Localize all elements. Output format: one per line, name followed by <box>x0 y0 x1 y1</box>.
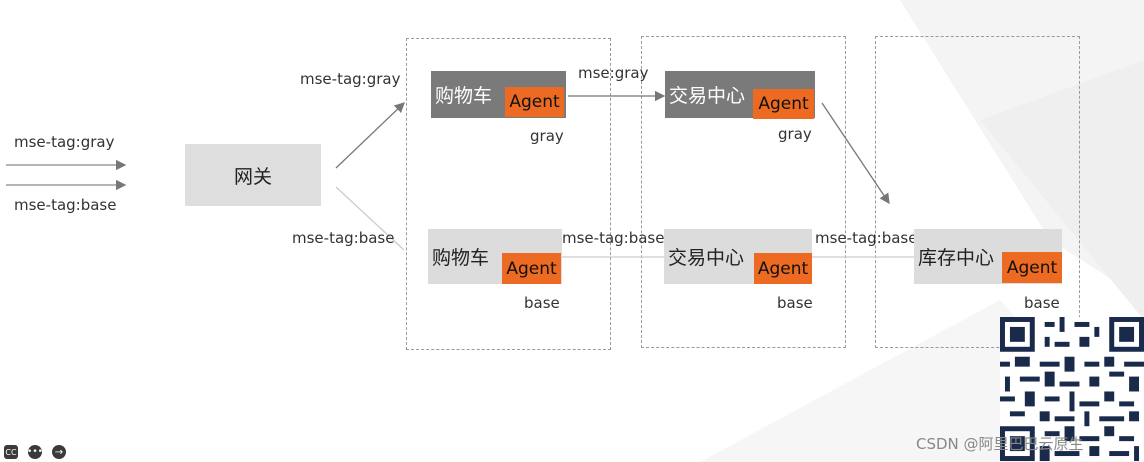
inventory-zone <box>875 36 1080 348</box>
base-link-label-1: mse-tag:base <box>562 229 665 247</box>
base-cart-name: 购物车 <box>432 247 490 269</box>
cc-icon[interactable]: CC <box>4 445 18 459</box>
base-inventory-agent: Agent <box>1002 252 1062 283</box>
base-link-label-2: mse-tag:base <box>815 229 918 247</box>
cart-zone <box>406 38 611 350</box>
gateway-to-base-line <box>335 186 405 251</box>
route-gray-label: mse-tag:gray <box>300 70 401 88</box>
gateway-box: 网关 <box>185 144 321 206</box>
next-arrow-icon[interactable]: → <box>52 445 66 459</box>
csdn-watermark: CSDN @阿里巴巴云原生 <box>916 435 1084 453</box>
qr-code-icon <box>1000 317 1144 461</box>
base-cart-tag: base <box>524 294 560 312</box>
route-base-label: mse-tag:base <box>292 229 395 247</box>
gray-trade-to-inventory-arrow <box>821 102 890 205</box>
base-trade-service: 交易中心 Agent <box>664 229 812 284</box>
more-icon[interactable]: ••• <box>27 445 43 459</box>
gray-trade-agent: Agent <box>753 89 814 119</box>
trade-zone <box>641 36 846 348</box>
base-trade-tag: base <box>777 294 813 312</box>
gateway-to-gray-arrow <box>335 102 405 169</box>
gray-trade-name: 交易中心 <box>669 85 746 107</box>
gray-cart-name: 购物车 <box>435 85 493 107</box>
incoming-base-label: mse-tag:base <box>14 196 117 214</box>
gray-link-label: mse:gray <box>578 64 649 82</box>
incoming-gray-label: mse-tag:gray <box>14 133 115 151</box>
base-cart-service: 购物车 Agent <box>428 229 562 284</box>
gray-trade-service: 交易中心 Agent <box>665 71 815 119</box>
gray-cart-agent: Agent <box>505 87 564 117</box>
gray-cart-service: 购物车 Agent <box>431 71 566 118</box>
base-inventory-tag: base <box>1024 294 1060 312</box>
gray-cart-tag: gray <box>530 127 564 145</box>
base-trade-name: 交易中心 <box>668 247 745 269</box>
base-inventory-name: 库存中心 <box>918 247 995 269</box>
base-inventory-service: 库存中心 Agent <box>914 229 1062 284</box>
gray-trade-tag: gray <box>778 125 812 143</box>
gateway-label: 网关 <box>233 165 272 188</box>
base-trade-agent: Agent <box>754 253 812 284</box>
base-cart-agent: Agent <box>502 253 561 284</box>
